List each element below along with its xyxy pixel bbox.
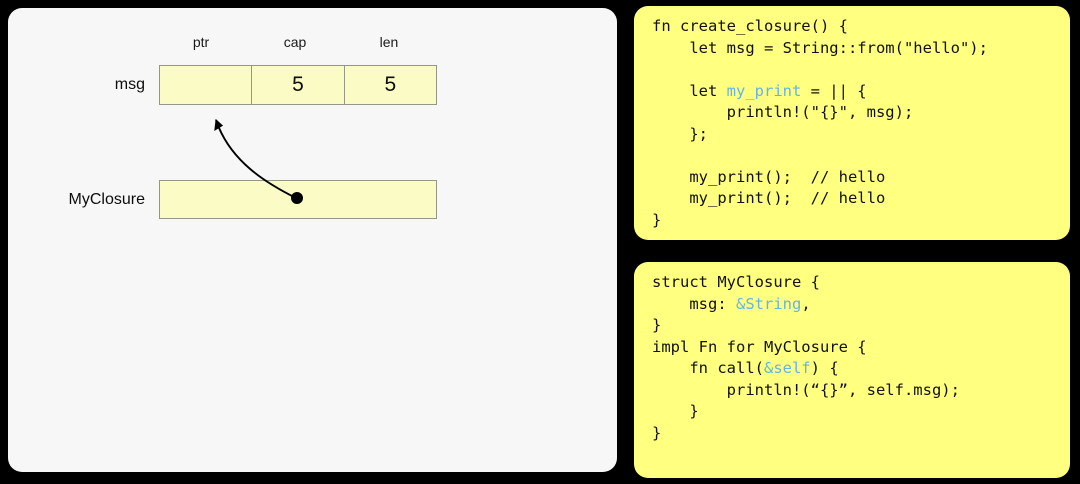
create-closure-code-text: fn create_closure() { let msg = String::… bbox=[652, 17, 988, 229]
myclosure-struct-box bbox=[159, 180, 437, 219]
column-header-ptr: ptr bbox=[192, 34, 210, 50]
struct-cell-cap: 5 bbox=[252, 66, 345, 104]
struct-cell-len: 5 bbox=[344, 66, 436, 104]
row-label-myclosure: MyClosure bbox=[68, 191, 145, 208]
create-closure-code-panel: fn create_closure() { let msg = String::… bbox=[634, 6, 1070, 240]
memory-diagram-panel: ptr cap len msg 5 5 MyClosure bbox=[8, 8, 617, 472]
row-label-msg: msg bbox=[114, 76, 145, 93]
myclosure-struct-code-panel: struct MyClosure { msg: &String, } impl … bbox=[634, 262, 1070, 478]
myclosure-struct-code-text: struct MyClosure { msg: &String, } impl … bbox=[652, 273, 960, 442]
column-header-cap: cap bbox=[283, 34, 307, 50]
column-header-len: len bbox=[379, 34, 399, 50]
msg-struct-table: 5 5 bbox=[159, 65, 437, 105]
struct-cell-ptr bbox=[160, 66, 253, 104]
